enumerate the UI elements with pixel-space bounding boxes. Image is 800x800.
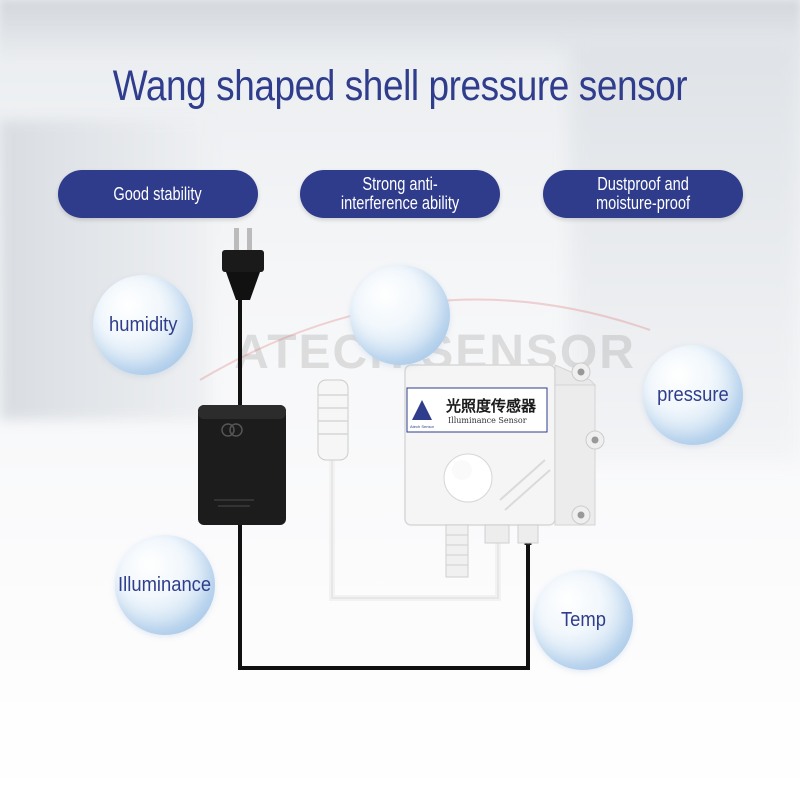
bubble-label: Illuminance (118, 573, 212, 596)
power-adapter-icon (198, 405, 286, 525)
feature-line: moisture-proof (595, 193, 690, 213)
feature-pill-dustproof: Dustproof and moisture-proof (543, 170, 743, 218)
feature-line: interference ability (340, 193, 460, 213)
bubble-label: pressure (657, 383, 729, 406)
feature-line: Good stability (113, 183, 203, 204)
power-plug-icon (222, 228, 264, 300)
bubble-label: Temp (560, 608, 606, 631)
bubble-decorative (350, 265, 450, 365)
feature-pill-anti-interference: Strong anti- interference ability (300, 170, 500, 218)
cable-connector-icon (317, 379, 349, 461)
sensor-label-english: Illuminance Sensor (448, 416, 527, 425)
bubble-pressure: pressure (643, 345, 743, 445)
page-title: Wang shaped shell pressure sensor (112, 62, 688, 110)
bubble-label: humidity (108, 313, 178, 336)
feature-line: Strong anti- (362, 174, 438, 194)
sensor-label-brand: Atech Sensor (410, 424, 435, 429)
feature-pill-stability: Good stability (58, 170, 258, 218)
power-cable (238, 520, 530, 670)
feature-line: Dustproof and (597, 174, 689, 194)
bubble-humidity: humidity (93, 275, 193, 375)
bubble-temp: Temp (533, 570, 633, 670)
sensor-housing (404, 362, 605, 578)
bubble-illuminance: Illuminance (115, 535, 215, 635)
sensor-label-chinese: 光照度传感器 (446, 397, 537, 415)
